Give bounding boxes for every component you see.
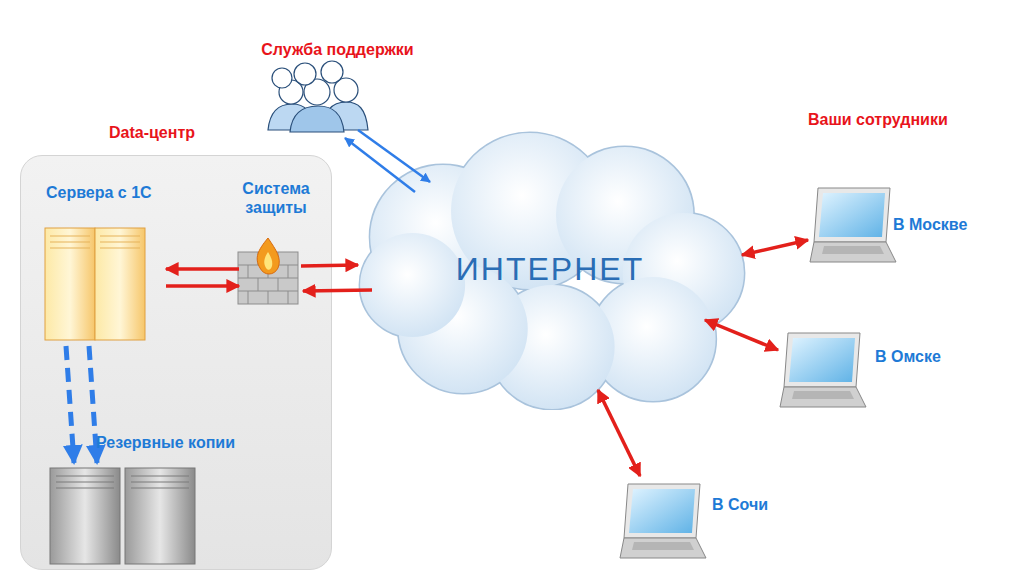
link-arrow [742, 240, 808, 255]
moscow-laptop: В Москве [805, 185, 997, 270]
backup-node: Резервные копии [49, 426, 311, 566]
data-center-region: Data-центрСервера с 1ССистема защитыРезе… [20, 155, 332, 570]
region-heading: Data-центр [109, 123, 249, 142]
node-label: В Омске [875, 347, 967, 366]
arrow-line [598, 390, 640, 476]
group-heading: Ваши сотрудники [808, 110, 1008, 129]
firewall-node: Система защиты [221, 176, 335, 311]
node-label: Служба поддержки [235, 40, 440, 59]
link-arrow [598, 390, 640, 476]
cloud-label: ИНТЕРНЕТ [350, 250, 750, 288]
node-label: В Сочи [712, 495, 792, 514]
support-group: Служба поддержки [235, 35, 444, 135]
node-label: Сервера с 1С [46, 183, 171, 202]
sochi-laptop: В Сочи [615, 478, 796, 568]
arrow-line [742, 240, 808, 255]
node-label: Система защиты [221, 179, 331, 217]
node-label: В Москве [893, 215, 993, 234]
support-people [268, 61, 368, 132]
omsk-laptop: В Омске [775, 330, 971, 420]
node-label: Резервные копии [96, 433, 306, 452]
internet-cloud: ИНТЕРНЕТ [350, 125, 754, 410]
server-node: Сервера с 1С [41, 176, 175, 346]
